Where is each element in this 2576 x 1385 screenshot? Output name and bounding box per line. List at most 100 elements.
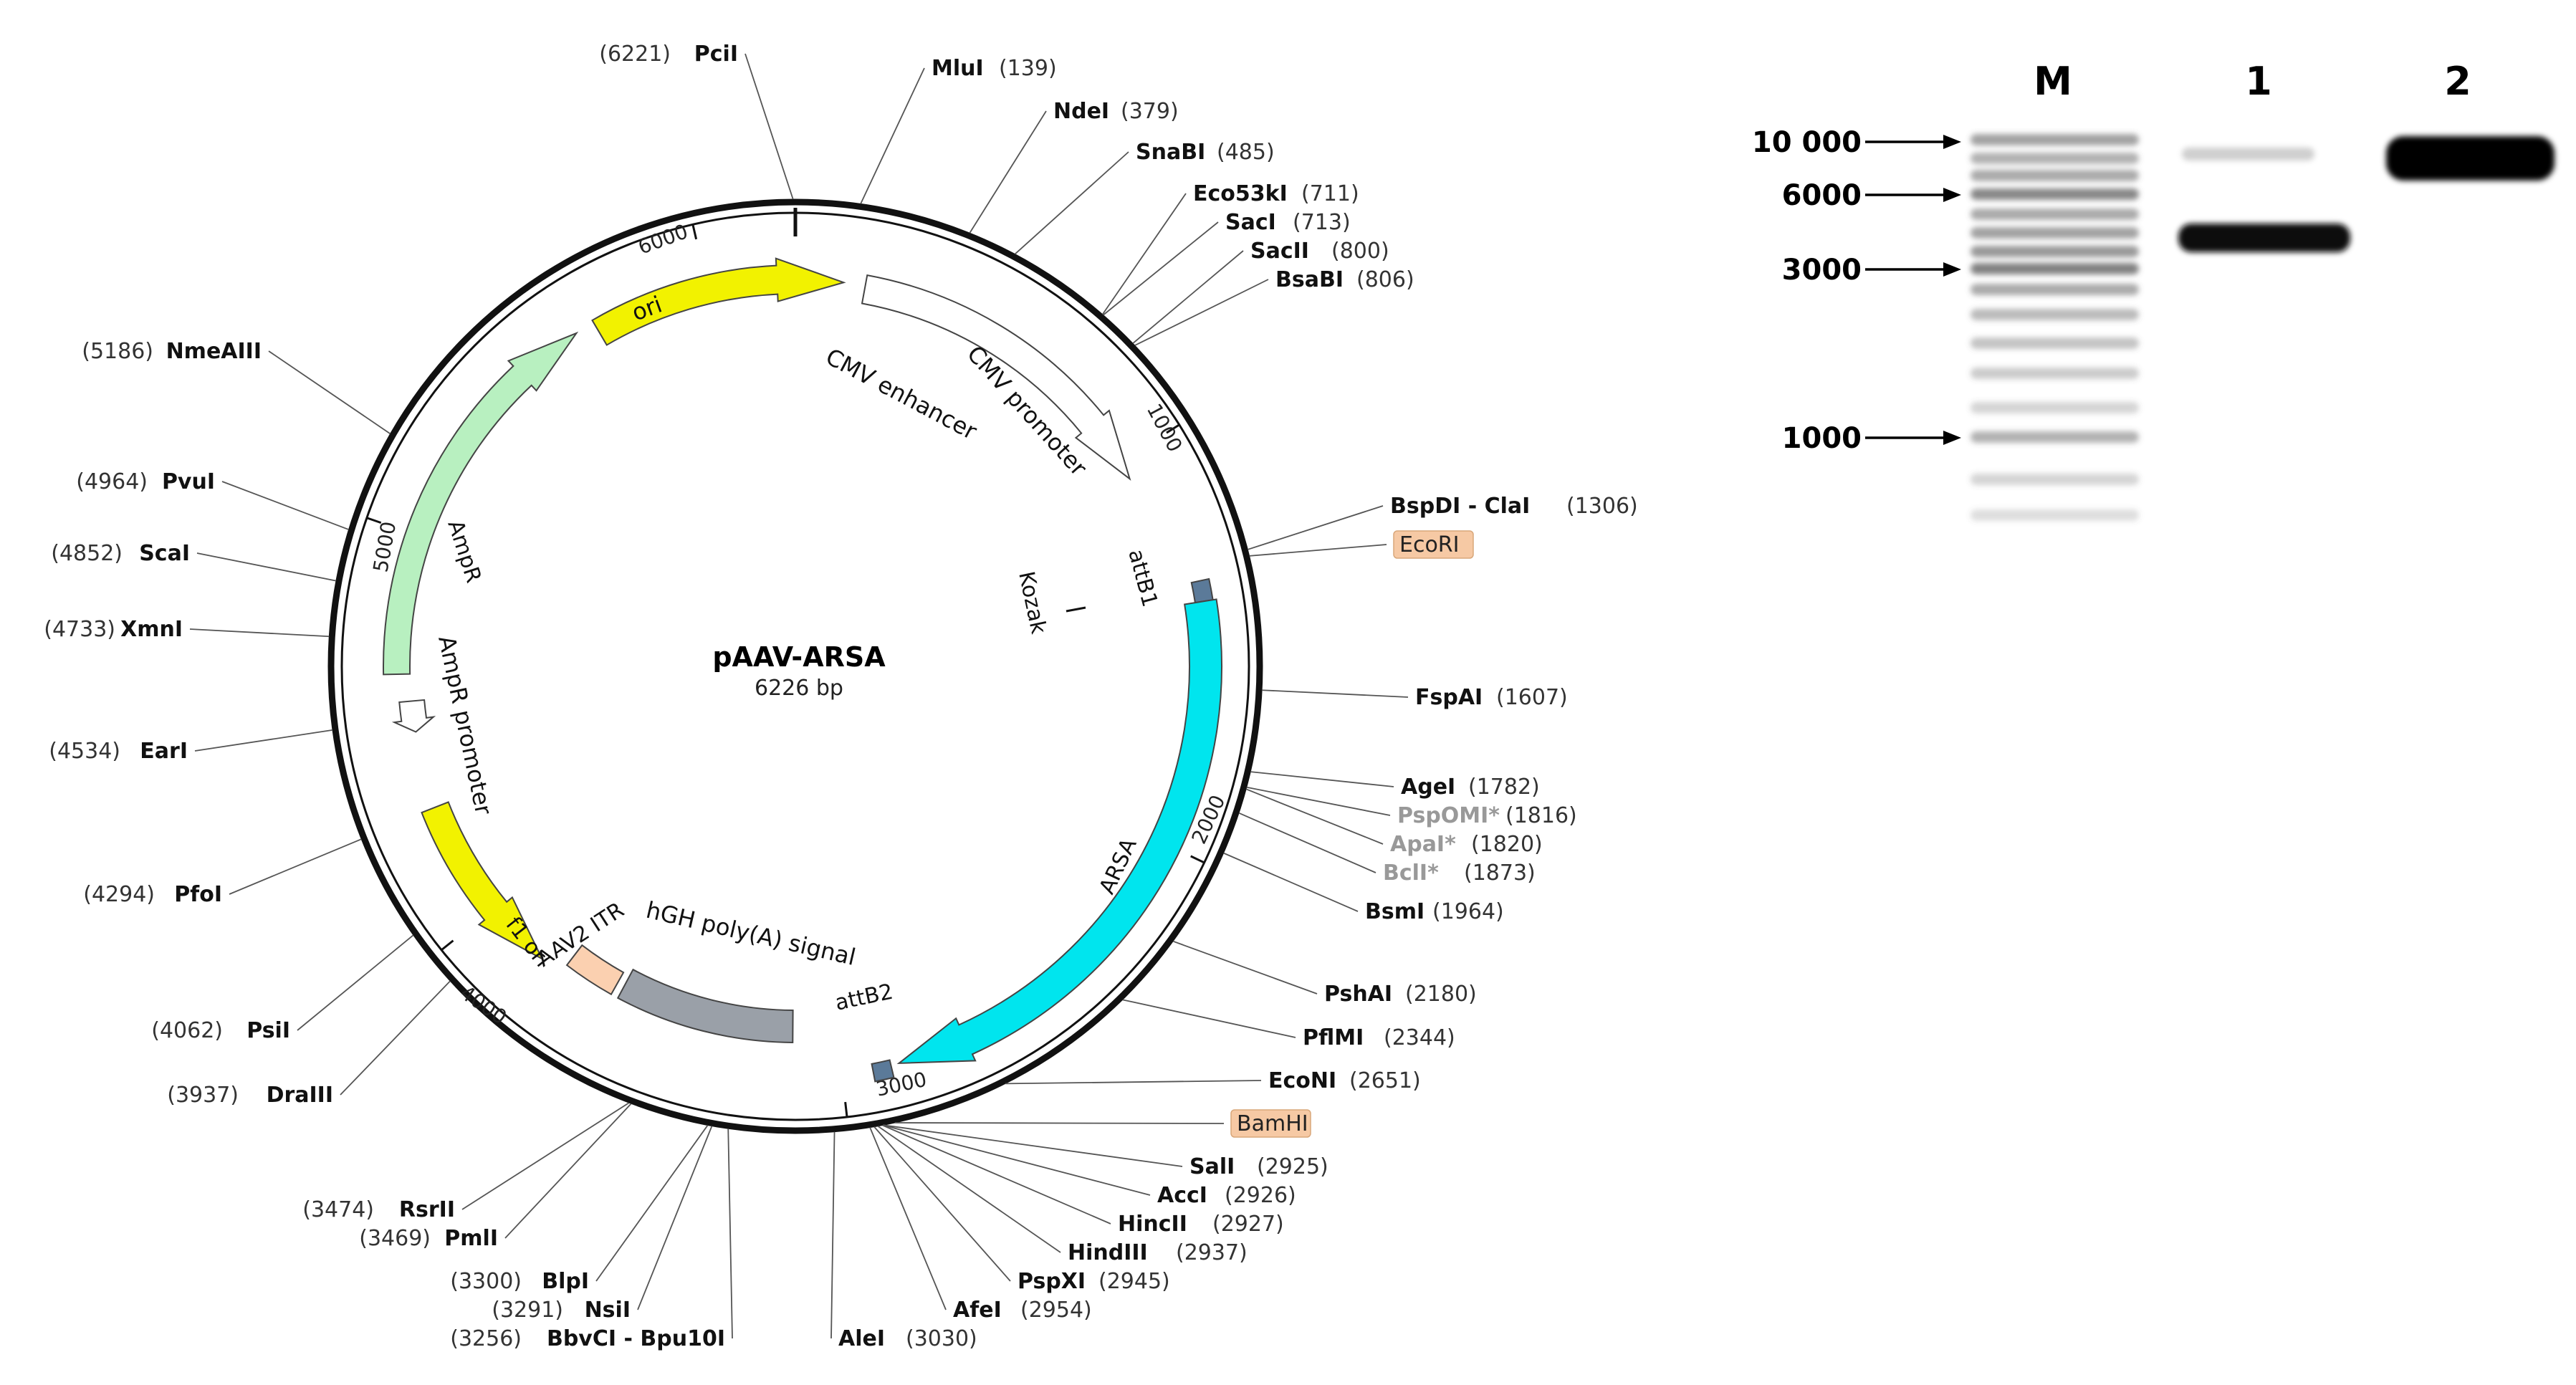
site-bsabi: BsaBI(806) [1275, 267, 1414, 292]
site-position: (4062) [151, 1018, 223, 1043]
ladder-band [1971, 209, 2139, 220]
ladder-band [1971, 509, 2139, 521]
site-name: AfeI [953, 1298, 1002, 1323]
marker-arrow-head [1943, 431, 1961, 445]
site-bspdi-clai: BspDI - ClaI(1306) [1390, 494, 1638, 519]
leader-ecori [1249, 544, 1387, 557]
site-mlui: MluI(139) [932, 56, 1057, 81]
site-name: AgeI [1401, 775, 1455, 800]
site-eco53ki: Eco53kI(711) [1193, 181, 1359, 206]
site-position: (800) [1331, 239, 1389, 264]
leader-hindiii [877, 1126, 1061, 1253]
site-position: (4852) [51, 541, 123, 566]
site-econi: EcoNI(2651) [1268, 1068, 1421, 1093]
site-position: (711) [1301, 181, 1359, 206]
site-position: (4964) [76, 469, 148, 494]
feature-label-hgh-polya: hGH poly(A) signal [643, 896, 858, 971]
site-position: (806) [1356, 267, 1414, 292]
site-position: (2945) [1098, 1269, 1170, 1294]
ladder-band [1971, 402, 2139, 413]
marker-arrow-head [1943, 135, 1961, 149]
leader-sacii [1132, 250, 1244, 344]
feature-label-kozak: Kozak [1013, 569, 1051, 636]
site-name: BbvCI - Bpu10I [547, 1326, 725, 1351]
site-psii: PsiI (4062) [151, 1018, 290, 1043]
site-position: (6221) [599, 42, 671, 67]
site-name: PshAI [1324, 982, 1392, 1007]
site-position: (2925) [1257, 1154, 1328, 1179]
leader-mlui [860, 67, 925, 204]
site-pcii: PciI(6221) [599, 42, 738, 67]
site-name: PsiI [246, 1018, 290, 1043]
site-position: (3256) [450, 1326, 522, 1351]
ladder-band [1971, 431, 2139, 443]
feature-ampr [383, 331, 579, 676]
site-name: EcoRI [1399, 532, 1460, 557]
leader-pfoi [229, 838, 362, 895]
gel-lane-label-m: M [2034, 59, 2072, 104]
site-nmeaiii: NmeAIII(5186) [82, 339, 262, 364]
plasmid-size: 6226 bp [755, 676, 843, 701]
leader-bcli [1238, 812, 1376, 873]
site-name: NsiI [585, 1298, 631, 1323]
site-acci: AccI(2926) [1157, 1183, 1296, 1208]
ladder-band [1971, 134, 2139, 145]
site-name: MluI [932, 56, 984, 81]
leader-pcii [744, 53, 794, 200]
gel-lane-label-1: 1 [2245, 59, 2272, 104]
site-name: BclI* [1383, 861, 1439, 886]
leader-bsabi [1134, 279, 1269, 346]
site-bbvci-bpu10i: BbvCI - Bpu10I (3256) [450, 1326, 725, 1351]
leader-rsrii [461, 1102, 630, 1210]
site-position: (3469) [359, 1226, 431, 1251]
gel-marker-10000: 10 000 [1752, 126, 1862, 159]
feature-arrows [383, 257, 1222, 1083]
site-position: (3300) [450, 1269, 522, 1294]
feature-label-ampr: AmpR [442, 517, 486, 586]
site-nsii: NsiI(3291) [492, 1298, 631, 1323]
leader-ndei [969, 110, 1047, 234]
gel-marker-3000: 3000 [1782, 254, 1862, 287]
feature-label-cmv-enhancer: CMV enhancer [821, 343, 982, 446]
ladder-band [1971, 170, 2139, 181]
feature-cmv-enhancer [861, 274, 1131, 481]
site-apai: ApaI*(1820) [1390, 832, 1543, 857]
tick-mark [691, 224, 698, 240]
site-pfoi: PfoI(4294) [83, 882, 222, 907]
site-scai: ScaI(4852) [51, 541, 190, 566]
leader-bspdi-clai [1248, 505, 1384, 550]
site-name: DraIII [267, 1083, 333, 1108]
tick-mark [366, 517, 382, 524]
site-name: SacI [1225, 210, 1276, 235]
leader-apai [1245, 788, 1384, 845]
site-position: (1782) [1468, 775, 1540, 800]
site-position: (4733) [44, 617, 115, 642]
site-position: (1816) [1505, 803, 1577, 828]
site-name: BamHI [1237, 1111, 1308, 1136]
site-name: SnaBI [1136, 140, 1205, 165]
site-position: (1964) [1432, 899, 1504, 924]
feature-aav2-itr [565, 944, 625, 996]
leader-scai [196, 552, 337, 582]
leader-alei [830, 1131, 835, 1339]
site-sacii: SacII(800) [1250, 239, 1389, 264]
site-ndei: NdeI(379) [1053, 99, 1179, 124]
site-bsmi: BsmI (1964) [1365, 899, 1504, 924]
leader-saci [1103, 221, 1219, 316]
site-name: AccI [1157, 1183, 1207, 1208]
ladder-band [1971, 284, 2139, 295]
leader-pspomi [1246, 786, 1391, 816]
site-position: (2344) [1384, 1025, 1455, 1050]
gel-marker-arrows [1865, 135, 1961, 445]
site-position: (3030) [906, 1326, 977, 1351]
site-name: BsmI [1365, 899, 1425, 924]
site-position: (1873) [1464, 861, 1536, 886]
site-pspomi: PspOMI*(1816) [1397, 803, 1577, 828]
site-name: FspAI [1415, 685, 1483, 710]
tick-mark [844, 1101, 848, 1118]
site-position: (1306) [1566, 494, 1638, 519]
leader-blpi [595, 1124, 709, 1282]
site-position: (1607) [1496, 685, 1568, 710]
